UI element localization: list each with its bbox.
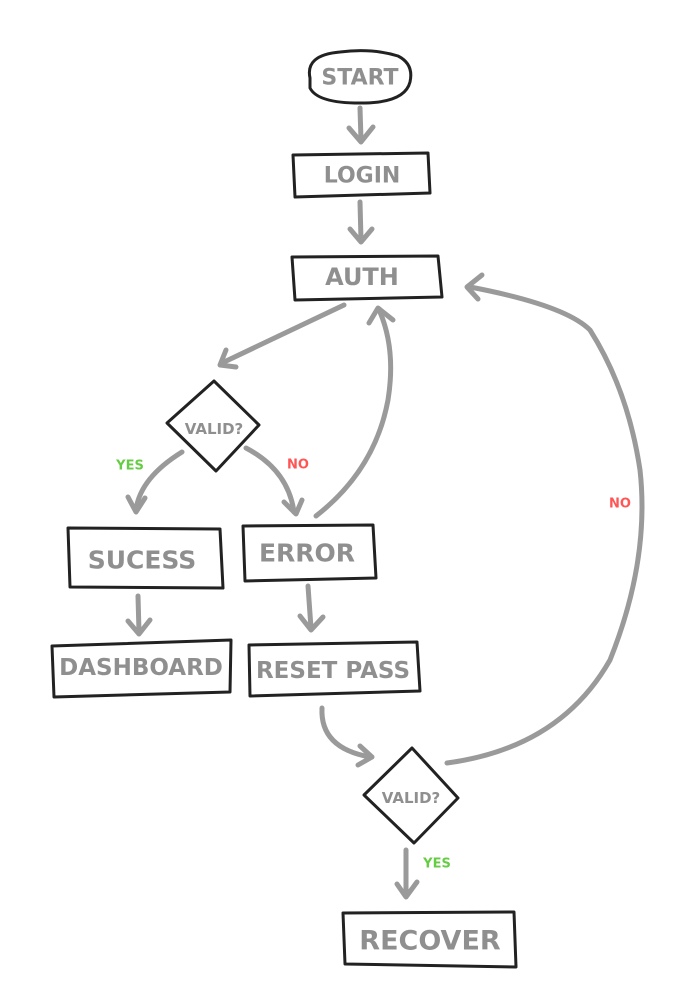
node-start[interactable]: START	[307, 49, 413, 105]
edge-success-dashboard	[125, 593, 153, 637]
valid1-label: VALID?	[185, 420, 244, 438]
node-error[interactable]: ERROR	[241, 523, 378, 583]
edge-login-auth	[347, 199, 375, 245]
edge-start-login	[346, 105, 376, 145]
dashboard-label: DASHBOARD	[59, 655, 223, 681]
start-label: START	[321, 66, 398, 91]
auth-label: AUTH	[325, 263, 399, 291]
node-recover[interactable]: RECOVER	[341, 910, 518, 969]
node-success[interactable]: SUCESS	[66, 526, 225, 590]
node-valid1[interactable]: VALID?	[165, 379, 261, 473]
edge-valid2-recover	[394, 847, 420, 900]
recover-label: RECOVER	[359, 926, 501, 957]
edge-valid2-auth	[444, 272, 645, 766]
login-label: LOGIN	[324, 164, 401, 189]
yes-label-valid2: YES	[422, 857, 451, 872]
node-reset-pass[interactable]: RESET PASS	[247, 640, 422, 698]
edge-valid1-error	[243, 445, 305, 517]
valid2-label: VALID?	[382, 789, 441, 807]
no-label-valid1: NO	[287, 458, 309, 473]
edge-auth-valid1	[217, 302, 347, 370]
reset-pass-label: RESET PASS	[256, 658, 410, 684]
edge-labels: YES NO NO YES	[115, 458, 631, 872]
node-auth[interactable]: AUTH	[290, 254, 444, 302]
node-login[interactable]: LOGIN	[291, 151, 432, 199]
edge-reset-valid2	[319, 705, 375, 768]
edge-error-auth	[313, 305, 396, 519]
node-valid2[interactable]: VALID?	[362, 746, 460, 845]
success-label: SUCESS	[88, 546, 197, 575]
yes-label-valid1: YES	[115, 459, 144, 474]
no-label-valid2: NO	[609, 497, 631, 512]
edge-valid1-success	[125, 449, 185, 515]
edges	[125, 105, 645, 900]
edge-error-reset	[297, 583, 326, 633]
node-dashboard[interactable]: DASHBOARD	[50, 638, 233, 699]
error-label: ERROR	[259, 539, 355, 568]
